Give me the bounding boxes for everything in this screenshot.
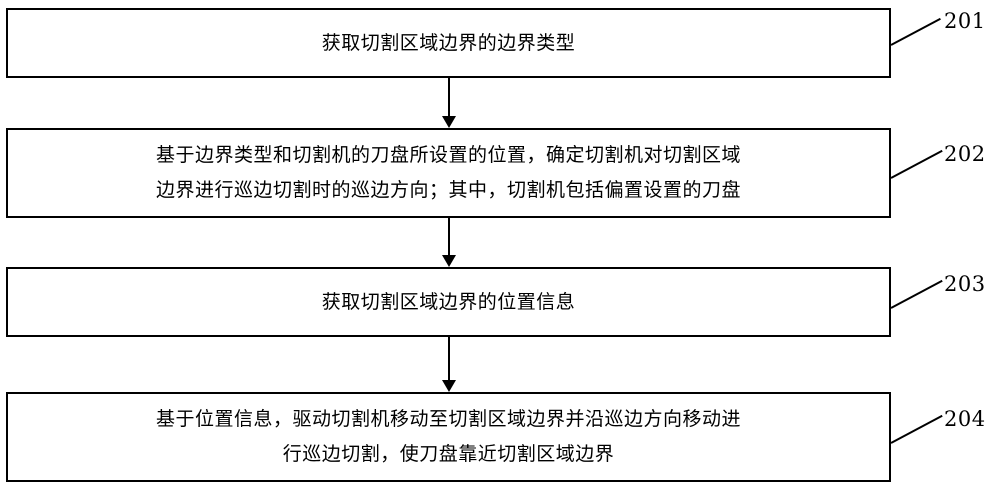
flow-step-202-text: 基于边界类型和切割机的刀盘所设置的位置，确定切割机对切割区域 边界进行巡边切割时… (155, 144, 741, 201)
reference-label-203: 203 (944, 272, 986, 296)
flow-step-204: 基于位置信息，驱动切割机移动至切割区域边界并沿巡边方向移动进 行巡边切割，使刀盘… (6, 392, 891, 482)
arrow-202-to-203 (441, 218, 457, 267)
arrow-head-icon (442, 255, 456, 267)
flow-step-201-text: 获取切割区域边界的边界类型 (321, 31, 576, 54)
flow-step-204-text: 基于位置信息，驱动切割机移动至切割区域边界并沿巡边方向移动进 行巡边切割，使刀盘… (155, 408, 741, 465)
flow-step-202: 基于边界类型和切割机的刀盘所设置的位置，确定切割机对切割区域 边界进行巡边切割时… (6, 128, 891, 218)
leader-line-204 (890, 414, 943, 444)
reference-label-204: 204 (944, 407, 986, 431)
arrow-stem (448, 78, 450, 116)
arrow-head-icon (442, 380, 456, 392)
flow-step-201: 获取切割区域边界的边界类型 (6, 8, 891, 78)
leader-line-202 (890, 149, 943, 179)
arrow-head-icon (442, 116, 456, 128)
leader-line-201 (890, 17, 941, 46)
reference-label-202: 202 (944, 142, 986, 166)
arrow-stem (448, 218, 450, 255)
arrow-203-to-204 (441, 337, 457, 392)
flow-step-203-text: 获取切割区域边界的位置信息 (321, 290, 576, 313)
reference-label-201: 201 (944, 9, 986, 33)
arrow-201-to-202 (441, 78, 457, 128)
flow-step-203: 获取切割区域边界的位置信息 (6, 267, 891, 337)
leader-line-203 (890, 279, 943, 309)
arrow-stem (448, 337, 450, 380)
